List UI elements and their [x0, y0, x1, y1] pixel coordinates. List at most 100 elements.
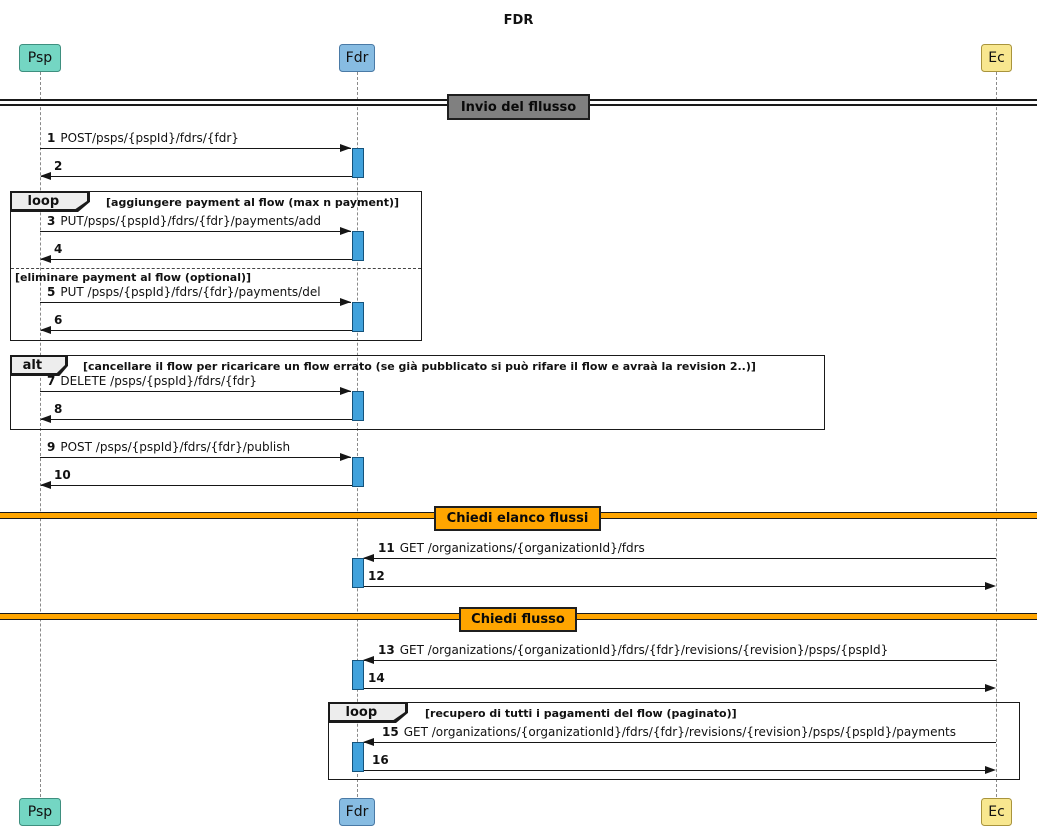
arrowhead-left-icon: [40, 325, 51, 334]
message-label: 10: [54, 468, 76, 482]
lifeline-psp: [39, 72, 41, 797]
message-arrow: [40, 391, 351, 392]
message-text: DELETE /psps/{pspId}/fdrs/{fdr}: [60, 374, 258, 388]
activation-bar: [352, 457, 364, 487]
message-label: 8: [54, 402, 67, 416]
message-label: 2: [54, 159, 67, 173]
message-arrow: [41, 176, 352, 177]
message-label: 3 PUT/psps/{pspId}/fdrs/{fdr}/payments/ad…: [47, 214, 321, 228]
message-number: 10: [54, 468, 71, 482]
section-divider-flusso: Chiedi flusso: [459, 607, 577, 632]
message-arrow: [40, 148, 351, 149]
arrowhead-right-icon: [340, 143, 351, 152]
arrowhead-right-icon: [985, 765, 996, 774]
message-number: 9: [47, 440, 56, 454]
arrowhead-right-icon: [340, 452, 351, 461]
message-label: 4: [54, 242, 67, 256]
loop-frame-add-payments: loop [aggiungere payment al flow (max n …: [10, 191, 422, 341]
arrowhead-left-icon: [40, 254, 51, 263]
divider-label: Invio del fllusso: [460, 99, 577, 115]
participant-label: Fdr: [345, 804, 369, 820]
message-arrow: [364, 660, 996, 661]
loop2-keyword-badge: loop: [328, 702, 408, 723]
activation-bar: [352, 391, 364, 421]
participant-psp-bottom: Psp: [19, 798, 61, 826]
alt-condition: [cancellare il flow per ricaricare un fl…: [83, 360, 756, 373]
message-number: 16: [372, 753, 389, 767]
message-arrow: [364, 586, 985, 587]
divider-label: Chiedi elanco flussi: [446, 511, 589, 526]
arrowhead-right-icon: [340, 297, 351, 306]
arrowhead-left-icon: [363, 737, 374, 746]
activation-bar: [352, 302, 364, 332]
arrowhead-left-icon: [40, 480, 51, 489]
message-arrow: [364, 742, 996, 743]
message-text: PUT/psps/{pspId}/fdrs/{fdr}/payments/add: [60, 214, 321, 228]
message-label: 16: [372, 753, 394, 767]
message-label: 7 DELETE /psps/{pspId}/fdrs/{fdr}: [47, 374, 257, 388]
participant-label: Psp: [27, 50, 53, 66]
arrowhead-right-icon: [340, 226, 351, 235]
message-arrow: [40, 231, 351, 232]
message-label: 5 PUT /psps/{pspId}/fdrs/{fdr}/payments/d…: [47, 285, 321, 299]
message-arrow: [364, 558, 996, 559]
loop-else-separator: [11, 268, 421, 269]
loop2-keyword: loop: [329, 703, 405, 721]
message-text: GET /organizations/{organizationId}/fdrs: [399, 541, 645, 555]
activation-bar: [352, 558, 364, 588]
activation-bar: [352, 660, 364, 690]
message-arrow: [40, 302, 351, 303]
arrowhead-left-icon: [40, 171, 51, 180]
message-arrow: [40, 457, 351, 458]
alt-keyword-badge: alt: [10, 355, 68, 376]
arrowhead-left-icon: [40, 414, 51, 423]
arrowhead-left-icon: [363, 553, 374, 562]
arrowhead-right-icon: [985, 683, 996, 692]
section-divider-invio: Invio del fllusso: [447, 94, 590, 120]
page-title: FDR: [503, 13, 534, 28]
participant-label: Ec: [988, 804, 1005, 820]
message-arrow: [41, 259, 352, 260]
message-label: 9 POST /psps/{pspId}/fdrs/{fdr}/publish: [47, 440, 290, 454]
message-text: POST/psps/{pspId}/fdrs/{fdr}: [60, 131, 239, 145]
message-number: 5: [47, 285, 56, 299]
message-text: POST /psps/{pspId}/fdrs/{fdr}/publish: [60, 440, 291, 454]
loop-keyword-badge: loop: [10, 191, 90, 212]
lifeline-ec: [995, 72, 997, 797]
message-number: 14: [368, 671, 385, 685]
message-number: 12: [368, 569, 385, 583]
activation-bar: [352, 231, 364, 261]
loop-else-condition: [eliminare payment al flow (optional)]: [15, 271, 252, 284]
participant-fdr-bottom: Fdr: [339, 798, 375, 826]
message-label: 14: [368, 671, 390, 685]
loop-frame-get-payments: loop [recupero di tutti i pagamenti del …: [328, 702, 1020, 780]
activation-bar: [352, 148, 364, 178]
message-number: 15: [382, 725, 399, 739]
message-arrow: [41, 330, 352, 331]
section-divider-elenco: Chiedi elanco flussi: [434, 506, 601, 531]
message-arrow: [41, 485, 352, 486]
participant-label: Ec: [988, 50, 1005, 66]
message-number: 7: [47, 374, 56, 388]
participant-psp-top: Psp: [19, 44, 61, 72]
message-number: 13: [378, 643, 395, 657]
message-label: 6: [54, 313, 67, 327]
divider-label: Chiedi flusso: [471, 612, 565, 627]
participant-label: Psp: [27, 804, 53, 820]
participant-ec-top: Ec: [981, 44, 1012, 72]
message-number: 2: [54, 159, 63, 173]
message-text: PUT /psps/{pspId}/fdrs/{fdr}/payments/de…: [60, 285, 321, 299]
message-number: 4: [54, 242, 63, 256]
loop2-condition: [recupero di tutti i pagamenti del flow …: [425, 707, 737, 720]
message-number: 3: [47, 214, 56, 228]
arrowhead-right-icon: [985, 581, 996, 590]
participant-label: Fdr: [345, 50, 369, 66]
message-number: 8: [54, 402, 63, 416]
participant-ec-bottom: Ec: [981, 798, 1012, 826]
message-arrow: [364, 688, 985, 689]
